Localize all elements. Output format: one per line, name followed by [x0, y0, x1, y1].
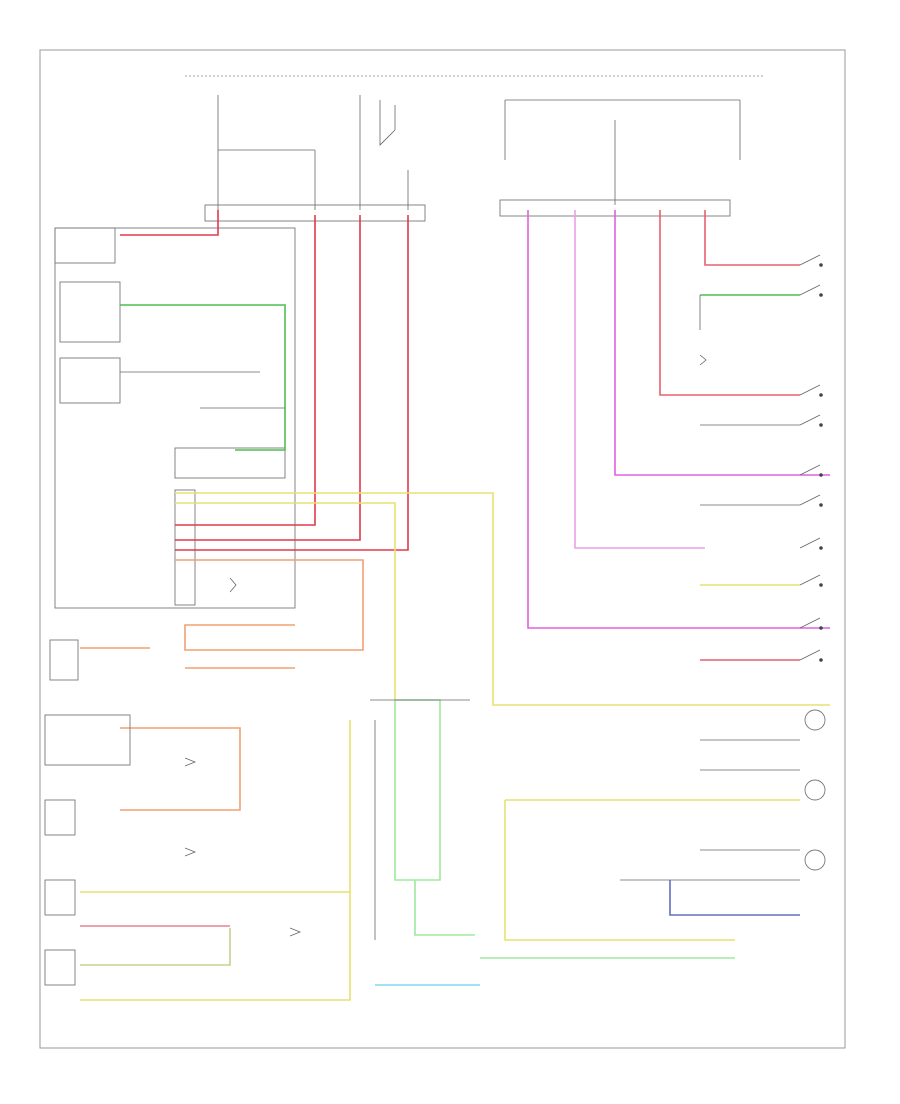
wire-yellow-7 — [504, 800, 735, 941]
lamp-symbols-right — [804, 709, 826, 871]
lamp-symbols-left — [44, 639, 131, 986]
wire-magenta-1 — [527, 210, 830, 629]
fuse-group-right — [499, 99, 741, 217]
wire-magenta-2 — [614, 210, 830, 476]
wire-red-1 — [120, 210, 219, 236]
switch-symbols-right — [799, 254, 823, 662]
wire-yellow-1 — [175, 492, 830, 706]
wire-magenta-3 — [574, 210, 705, 549]
diagram-border — [39, 49, 846, 1049]
wire-lightgreen-1 — [394, 699, 441, 881]
wire-red-3 — [175, 215, 361, 541]
wire-blue-1 — [669, 880, 800, 916]
wire-red-4 — [175, 215, 409, 551]
ground-symbols — [184, 354, 707, 937]
wire-yellow-5 — [80, 928, 231, 966]
wire-red-2 — [175, 215, 316, 526]
wire-green-1 — [120, 304, 286, 451]
wire-orange-1 — [175, 559, 364, 651]
cluster-box — [54, 227, 296, 609]
wire-lightgreen-2 — [414, 880, 475, 936]
wire-yellow-2 — [175, 502, 396, 700]
wire-pinkred-1 — [704, 210, 800, 266]
wire-orange-3 — [120, 727, 241, 811]
fuse-group-left — [204, 95, 426, 222]
wire-pinkred-2 — [659, 210, 800, 396]
wire-yellow-3 — [80, 720, 351, 1001]
